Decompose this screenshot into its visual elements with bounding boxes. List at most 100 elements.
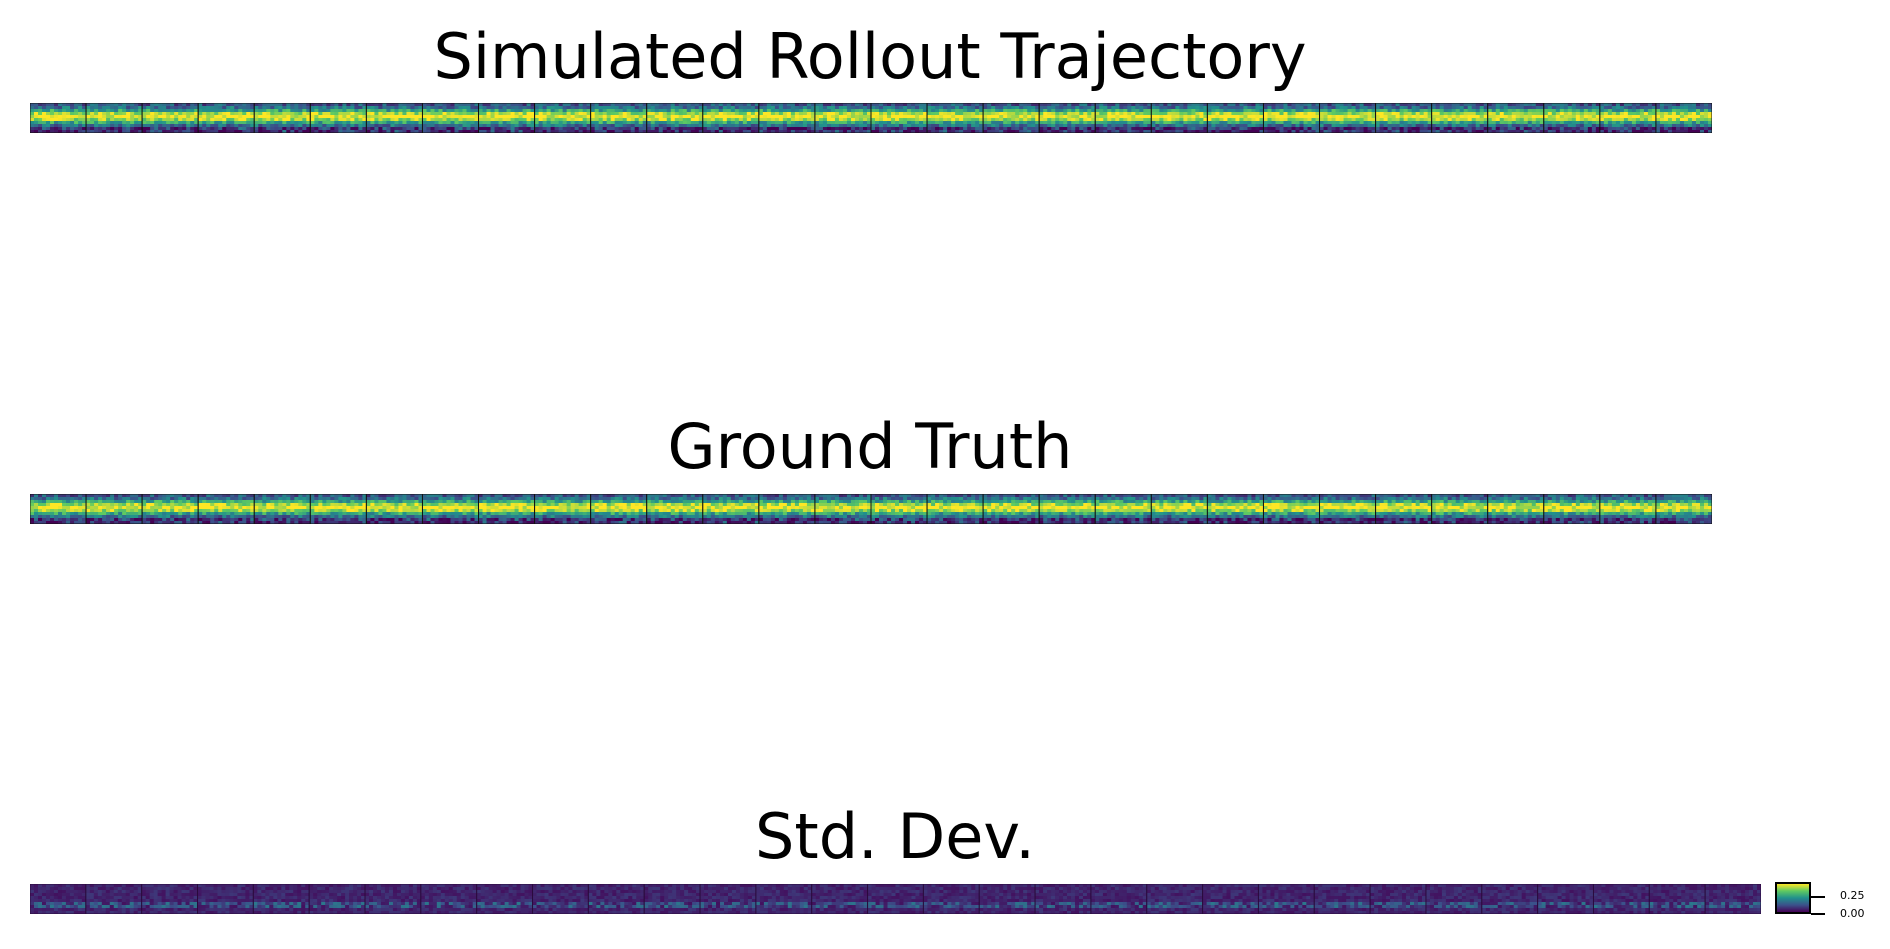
std-frame-4 [197, 884, 254, 914]
truth-frame-19 [1038, 494, 1096, 524]
truth-frame-18 [982, 494, 1040, 524]
truth-frame-10 [534, 494, 592, 524]
std-frame-15 [811, 884, 869, 914]
heatmap-rollout [30, 103, 1712, 133]
truth-frame-29 [1599, 494, 1657, 524]
truth-frame-20 [1094, 494, 1152, 524]
colorbar [1775, 882, 1811, 914]
truth-frame-23 [1262, 494, 1321, 524]
std-frame-13 [699, 884, 757, 914]
rollout-frame-19 [1038, 103, 1096, 133]
std-frame-22 [1202, 884, 1260, 914]
rollout-frame-20 [1094, 103, 1152, 133]
truth-frame-17 [926, 494, 984, 524]
rollout-frame-9 [478, 103, 536, 133]
colorbar-tick-low [1811, 913, 1825, 915]
truth-frame-2 [85, 494, 143, 524]
rollout-frame-17 [926, 103, 984, 133]
rollout-frame-22 [1206, 103, 1265, 133]
rollout-frame-1 [30, 103, 87, 133]
rollout-frame-21 [1150, 103, 1208, 133]
strip-ground-truth [30, 494, 1712, 524]
std-frame-18 [978, 884, 1036, 914]
rollout-frame-7 [365, 103, 424, 133]
std-frame-20 [1090, 884, 1148, 914]
std-frame-25 [1369, 884, 1427, 914]
std-frame-19 [1034, 884, 1092, 914]
rollout-frame-25 [1375, 103, 1433, 133]
std-frame-1 [30, 884, 87, 914]
rollout-frame-29 [1599, 103, 1657, 133]
std-frame-6 [308, 884, 366, 914]
rollout-frame-26 [1431, 103, 1489, 133]
std-frame-3 [141, 884, 199, 914]
rollout-frame-28 [1543, 103, 1601, 133]
rollout-frame-18 [982, 103, 1040, 133]
truth-frame-30 [1655, 494, 1712, 524]
truth-frame-13 [702, 494, 760, 524]
std-frame-27 [1481, 884, 1539, 914]
truth-frame-8 [421, 494, 480, 524]
std-frame-9 [476, 884, 534, 914]
strip-std-dev [30, 884, 1761, 914]
heatmap-std-dev [30, 884, 1761, 914]
std-frame-2 [85, 884, 143, 914]
title-rollout: Simulated Rollout Trajectory [433, 20, 1307, 93]
truth-frame-12 [646, 494, 704, 524]
truth-frame-1 [30, 494, 87, 524]
rollout-frame-15 [814, 103, 872, 133]
strip-rollout [30, 103, 1712, 133]
truth-frame-28 [1543, 494, 1601, 524]
std-frame-21 [1146, 884, 1204, 914]
rollout-frame-24 [1319, 103, 1377, 133]
truth-frame-14 [758, 494, 816, 524]
std-frame-28 [1537, 884, 1595, 914]
rollout-frame-12 [646, 103, 704, 133]
truth-frame-26 [1431, 494, 1489, 524]
std-frame-16 [867, 884, 925, 914]
rollout-frame-27 [1487, 103, 1545, 133]
title-std-dev: Std. Dev. [755, 800, 1035, 873]
std-frame-31 [1704, 884, 1761, 914]
colorbar-tick-high [1811, 896, 1825, 898]
std-frame-23 [1257, 884, 1315, 914]
rollout-frame-6 [309, 103, 367, 133]
truth-frame-22 [1206, 494, 1265, 524]
std-frame-8 [420, 884, 478, 914]
rollout-frame-3 [141, 103, 199, 133]
truth-frame-27 [1487, 494, 1545, 524]
rollout-frame-4 [197, 103, 255, 133]
rollout-frame-13 [702, 103, 760, 133]
truth-frame-21 [1150, 494, 1208, 524]
rollout-frame-16 [870, 103, 928, 133]
rollout-frame-23 [1262, 103, 1321, 133]
rollout-frame-8 [421, 103, 480, 133]
rollout-frame-5 [253, 103, 311, 133]
rollout-frame-30 [1655, 103, 1712, 133]
std-frame-30 [1648, 884, 1706, 914]
std-frame-24 [1313, 884, 1371, 914]
truth-frame-7 [365, 494, 424, 524]
std-frame-10 [532, 884, 589, 914]
truth-frame-4 [197, 494, 255, 524]
truth-frame-3 [141, 494, 199, 524]
title-ground-truth: Ground Truth [667, 410, 1073, 483]
truth-frame-25 [1375, 494, 1433, 524]
std-frame-5 [252, 884, 310, 914]
std-frame-26 [1425, 884, 1483, 914]
rollout-frame-14 [758, 103, 816, 133]
truth-frame-15 [814, 494, 872, 524]
colorbar-label-low: 0.00 [1840, 907, 1865, 920]
std-frame-12 [643, 884, 701, 914]
std-frame-14 [755, 884, 813, 914]
truth-frame-9 [478, 494, 536, 524]
rollout-frame-10 [534, 103, 592, 133]
rollout-frame-2 [85, 103, 143, 133]
heatmap-ground-truth [30, 494, 1712, 524]
std-frame-29 [1592, 884, 1650, 914]
std-frame-17 [922, 884, 980, 914]
truth-frame-16 [870, 494, 928, 524]
truth-frame-5 [253, 494, 311, 524]
truth-frame-6 [309, 494, 367, 524]
std-frame-7 [364, 884, 422, 914]
